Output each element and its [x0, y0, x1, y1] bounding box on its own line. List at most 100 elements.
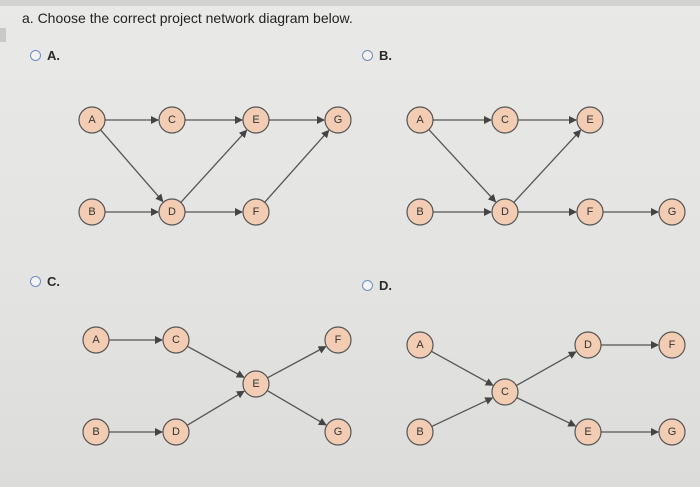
node-label: F	[587, 206, 594, 218]
option-d-label: D.	[379, 278, 392, 293]
node-circle	[406, 331, 434, 359]
node-label: D	[501, 206, 509, 218]
node-circle	[576, 198, 604, 226]
edge-c-e-to-g	[266, 390, 327, 426]
node-label: B	[416, 206, 423, 218]
node-a-g: G	[324, 106, 352, 134]
node-circle	[82, 418, 110, 446]
diagram-option-b: A C E B D F G	[406, 106, 686, 226]
diagram-option-d: A B C D E F G	[406, 331, 686, 446]
node-circle	[324, 106, 352, 134]
node-b-b: B	[406, 198, 434, 226]
node-c-d: D	[162, 418, 190, 446]
node-d-d: D	[574, 331, 602, 359]
node-c-b: B	[82, 418, 110, 446]
option-c-radio-icon[interactable]	[30, 276, 41, 287]
option-a[interactable]: A.	[30, 48, 60, 63]
node-circle	[158, 198, 186, 226]
node-b-c: C	[491, 106, 519, 134]
edge-a-a-to-d	[100, 129, 164, 203]
node-circle	[574, 331, 602, 359]
node-circle	[406, 418, 434, 446]
node-label: F	[253, 206, 260, 218]
node-b-g: G	[658, 198, 686, 226]
node-circle	[574, 418, 602, 446]
option-d[interactable]: D.	[362, 278, 392, 293]
option-c[interactable]: C.	[30, 274, 60, 289]
option-c-label: C.	[47, 274, 60, 289]
node-a-d: D	[158, 198, 186, 226]
node-label: D	[168, 206, 176, 218]
node-label: E	[252, 114, 259, 126]
diagram-option-a: A C E G B D F	[78, 106, 352, 226]
node-circle	[158, 106, 186, 134]
node-label: E	[252, 378, 259, 390]
option-a-radio-icon[interactable]	[30, 50, 41, 61]
left-accent-bar	[0, 28, 6, 42]
node-d-g: G	[658, 418, 686, 446]
node-c-e: E	[242, 370, 270, 398]
edge-d-a-to-c	[431, 350, 494, 386]
node-label: C	[172, 334, 180, 346]
node-circle	[576, 106, 604, 134]
node-circle	[242, 198, 270, 226]
node-d-a: A	[406, 331, 434, 359]
node-a-f: F	[242, 198, 270, 226]
node-label: E	[584, 426, 591, 438]
node-label: B	[416, 426, 423, 438]
node-circle	[78, 198, 106, 226]
node-c-f: F	[324, 326, 352, 354]
node-a-c: C	[158, 106, 186, 134]
node-label: A	[88, 114, 96, 126]
node-b-e: E	[576, 106, 604, 134]
edge-a-d-to-e	[180, 129, 248, 203]
edge-a-f-to-g	[264, 129, 330, 203]
node-d-e: E	[574, 418, 602, 446]
edge-d-c-to-e	[516, 397, 577, 427]
node-label: A	[416, 339, 424, 351]
node-label: G	[334, 114, 343, 126]
node-label: F	[669, 339, 676, 351]
node-circle	[162, 418, 190, 446]
edge-d-b-to-c	[431, 397, 494, 428]
edge-c-c-to-e	[187, 345, 245, 378]
node-d-b: B	[406, 418, 434, 446]
node-label: A	[92, 334, 100, 346]
node-circle	[491, 106, 519, 134]
node-circle	[406, 198, 434, 226]
node-label: B	[92, 426, 99, 438]
node-circle	[658, 331, 686, 359]
edge-c-e-to-f	[267, 346, 327, 379]
option-b-label: B.	[379, 48, 392, 63]
node-circle	[491, 378, 519, 406]
node-a-b: B	[78, 198, 106, 226]
node-d-c: C	[491, 378, 519, 406]
diagram-option-c: A C F E B D G	[82, 326, 352, 446]
node-label: E	[586, 114, 593, 126]
edge-b-a-to-d	[428, 129, 497, 203]
node-circle	[162, 326, 190, 354]
edge-d-c-to-d	[515, 351, 577, 387]
node-circle	[658, 198, 686, 226]
option-d-radio-icon[interactable]	[362, 280, 373, 291]
node-circle	[82, 326, 110, 354]
option-b[interactable]: B.	[362, 48, 392, 63]
node-label: F	[335, 334, 342, 346]
question-text: a. Choose the correct project network di…	[22, 10, 353, 26]
edge-b-d-to-e	[513, 129, 582, 203]
node-label: G	[334, 426, 343, 438]
node-c-c: C	[162, 326, 190, 354]
node-label: C	[501, 114, 509, 126]
node-b-d: D	[491, 198, 519, 226]
node-d-f: F	[658, 331, 686, 359]
edge-c-d-to-e	[186, 390, 245, 426]
node-label: C	[168, 114, 176, 126]
node-b-a: A	[406, 106, 434, 134]
node-c-g: G	[324, 418, 352, 446]
node-label: C	[501, 386, 509, 398]
node-a-a: A	[78, 106, 106, 134]
option-b-radio-icon[interactable]	[362, 50, 373, 61]
node-c-a: A	[82, 326, 110, 354]
node-circle	[491, 198, 519, 226]
